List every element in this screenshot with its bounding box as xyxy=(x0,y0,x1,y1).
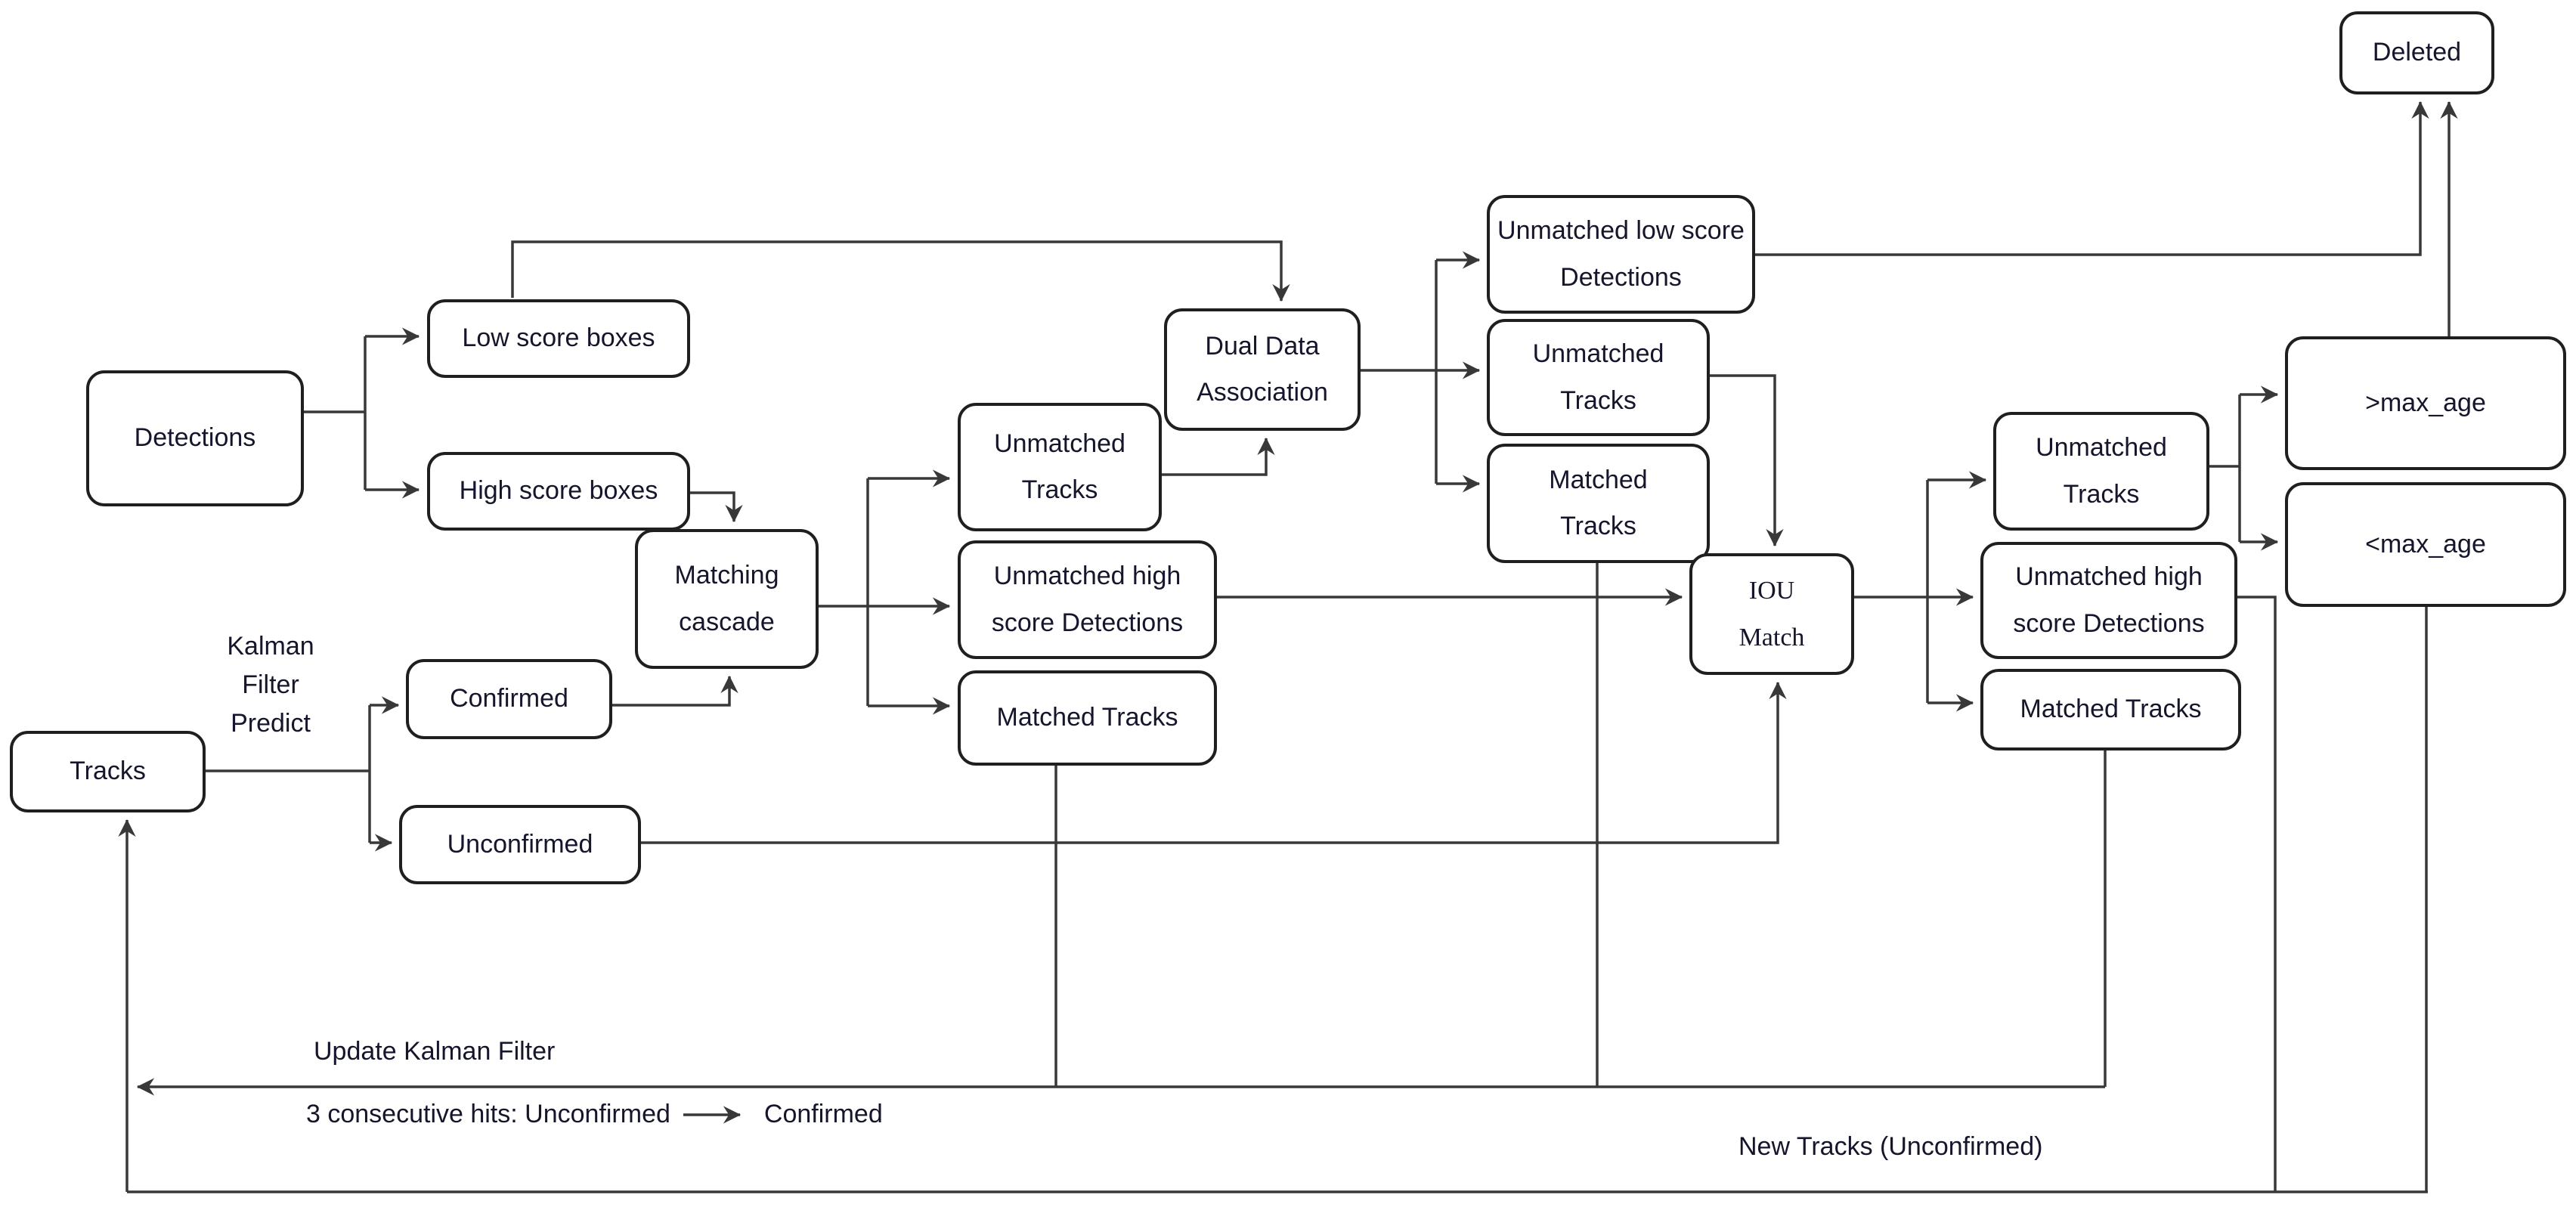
edge-iou-splitter xyxy=(1854,480,1929,703)
node-confirmed: Confirmed xyxy=(406,659,612,739)
node-matched-tracks-mid: Matched Tracks xyxy=(958,670,1217,766)
node-max-age-gt: >max_age xyxy=(2285,336,2566,470)
node-unmatched-tracks-far-label: Unmatched Tracks xyxy=(2036,433,2167,509)
node-matched-tracks-far: Matched Tracks xyxy=(1980,669,2241,751)
edge-unmatchedhigh-far-down xyxy=(2237,596,2277,1192)
right-arrow-icon xyxy=(683,1105,742,1124)
node-tracks-label: Tracks xyxy=(70,757,146,786)
node-unmatched-tracks-right-label: Unmatched Tracks xyxy=(1532,339,1664,415)
edge-unmatchedlow-deleted xyxy=(1755,101,2429,256)
node-max-age-lt: <max_age xyxy=(2285,482,2566,607)
node-max-age-gt-label: >max_age xyxy=(2365,388,2486,417)
edge-unmatchedtracks-dualdata xyxy=(1162,437,1275,476)
node-unmatched-tracks-far: Unmatched Tracks xyxy=(1993,412,2209,531)
node-unmatched-high-far-label: Unmatched high score Detections xyxy=(2013,562,2205,638)
node-unmatched-low-label: Unmatched low score Detections xyxy=(1497,216,1745,292)
node-iou-match: IOU Match xyxy=(1689,553,1854,675)
node-matched-tracks-far-label: Matched Tracks xyxy=(2020,695,2202,724)
label-new-tracks: New Tracks (Unconfirmed) xyxy=(1738,1132,2043,1161)
edge-highscore-cascade xyxy=(690,491,743,523)
node-matching-cascade-label: Matching cascade xyxy=(674,561,779,636)
edge-confirmed-cascade xyxy=(612,675,738,707)
node-confirmed-label: Confirmed xyxy=(450,684,568,713)
node-dual-data-association-label: Dual Data Association xyxy=(1197,331,1328,407)
node-matched-tracks-mid-label: Matched Tracks xyxy=(996,703,1178,732)
edge-unmatchedtracks-far-splitter xyxy=(2209,395,2241,542)
edge-unmatchedtracks-iou xyxy=(1710,374,1784,547)
node-matched-tracks-right-label: Matched Tracks xyxy=(1549,465,1648,540)
edge-tracks-splitter xyxy=(206,705,371,843)
node-high-score-boxes-label: High score boxes xyxy=(459,476,658,506)
node-matching-cascade: Matching cascade xyxy=(635,529,819,669)
node-unconfirmed-label: Unconfirmed xyxy=(447,829,593,859)
edge-unconfirmed-iou xyxy=(641,681,1787,844)
edge-lowscore-dualdata xyxy=(511,240,1290,302)
node-tracks: Tracks xyxy=(10,731,206,812)
node-unmatched-tracks-right: Unmatched Tracks xyxy=(1487,319,1710,436)
node-unmatched-tracks-mid: Unmatched Tracks xyxy=(958,403,1162,531)
label-update-kalman-filter: Update Kalman Filter xyxy=(314,1037,556,1066)
node-deleted-label: Deleted xyxy=(2372,38,2462,67)
node-matched-tracks-right: Matched Tracks xyxy=(1487,444,1710,563)
node-unmatched-low: Unmatched low score Detections xyxy=(1487,195,1755,314)
edge-dualdata-splitter xyxy=(1361,260,1438,484)
node-iou-match-label: IOU Match xyxy=(1738,577,1805,651)
node-unmatched-tracks-mid-label: Unmatched Tracks xyxy=(994,429,1125,504)
node-unmatched-high-mid: Unmatched high score Detections xyxy=(958,540,1217,659)
edge-cascade-splitter xyxy=(819,478,869,706)
node-max-age-lt-label: <max_age xyxy=(2365,529,2486,559)
node-low-score-boxes-label: Low score boxes xyxy=(462,323,655,353)
label-kalman-filter-predict: Kalman Filter Predict xyxy=(227,632,314,738)
node-unconfirmed: Unconfirmed xyxy=(399,805,641,884)
node-dual-data-association: Dual Data Association xyxy=(1164,308,1361,431)
node-high-score-boxes: High score boxes xyxy=(427,452,690,531)
node-deleted: Deleted xyxy=(2339,11,2494,94)
label-consecutive-hits-prefix: 3 consecutive hits: Unconfirmed xyxy=(306,1100,670,1128)
label-consecutive-hits-suffix: Confirmed xyxy=(763,1100,883,1128)
node-detections: Detections xyxy=(86,370,304,506)
node-unmatched-high-mid-label: Unmatched high score Detections xyxy=(991,562,1184,637)
edge-detections-trunk xyxy=(304,336,367,490)
node-detections-label: Detections xyxy=(134,423,256,453)
node-low-score-boxes: Low score boxes xyxy=(427,299,690,378)
node-unmatched-high-far: Unmatched high score Detections xyxy=(1980,542,2237,659)
label-consecutive-hits: 3 consecutive hits: Unconfirmed Confirme… xyxy=(306,1100,883,1129)
